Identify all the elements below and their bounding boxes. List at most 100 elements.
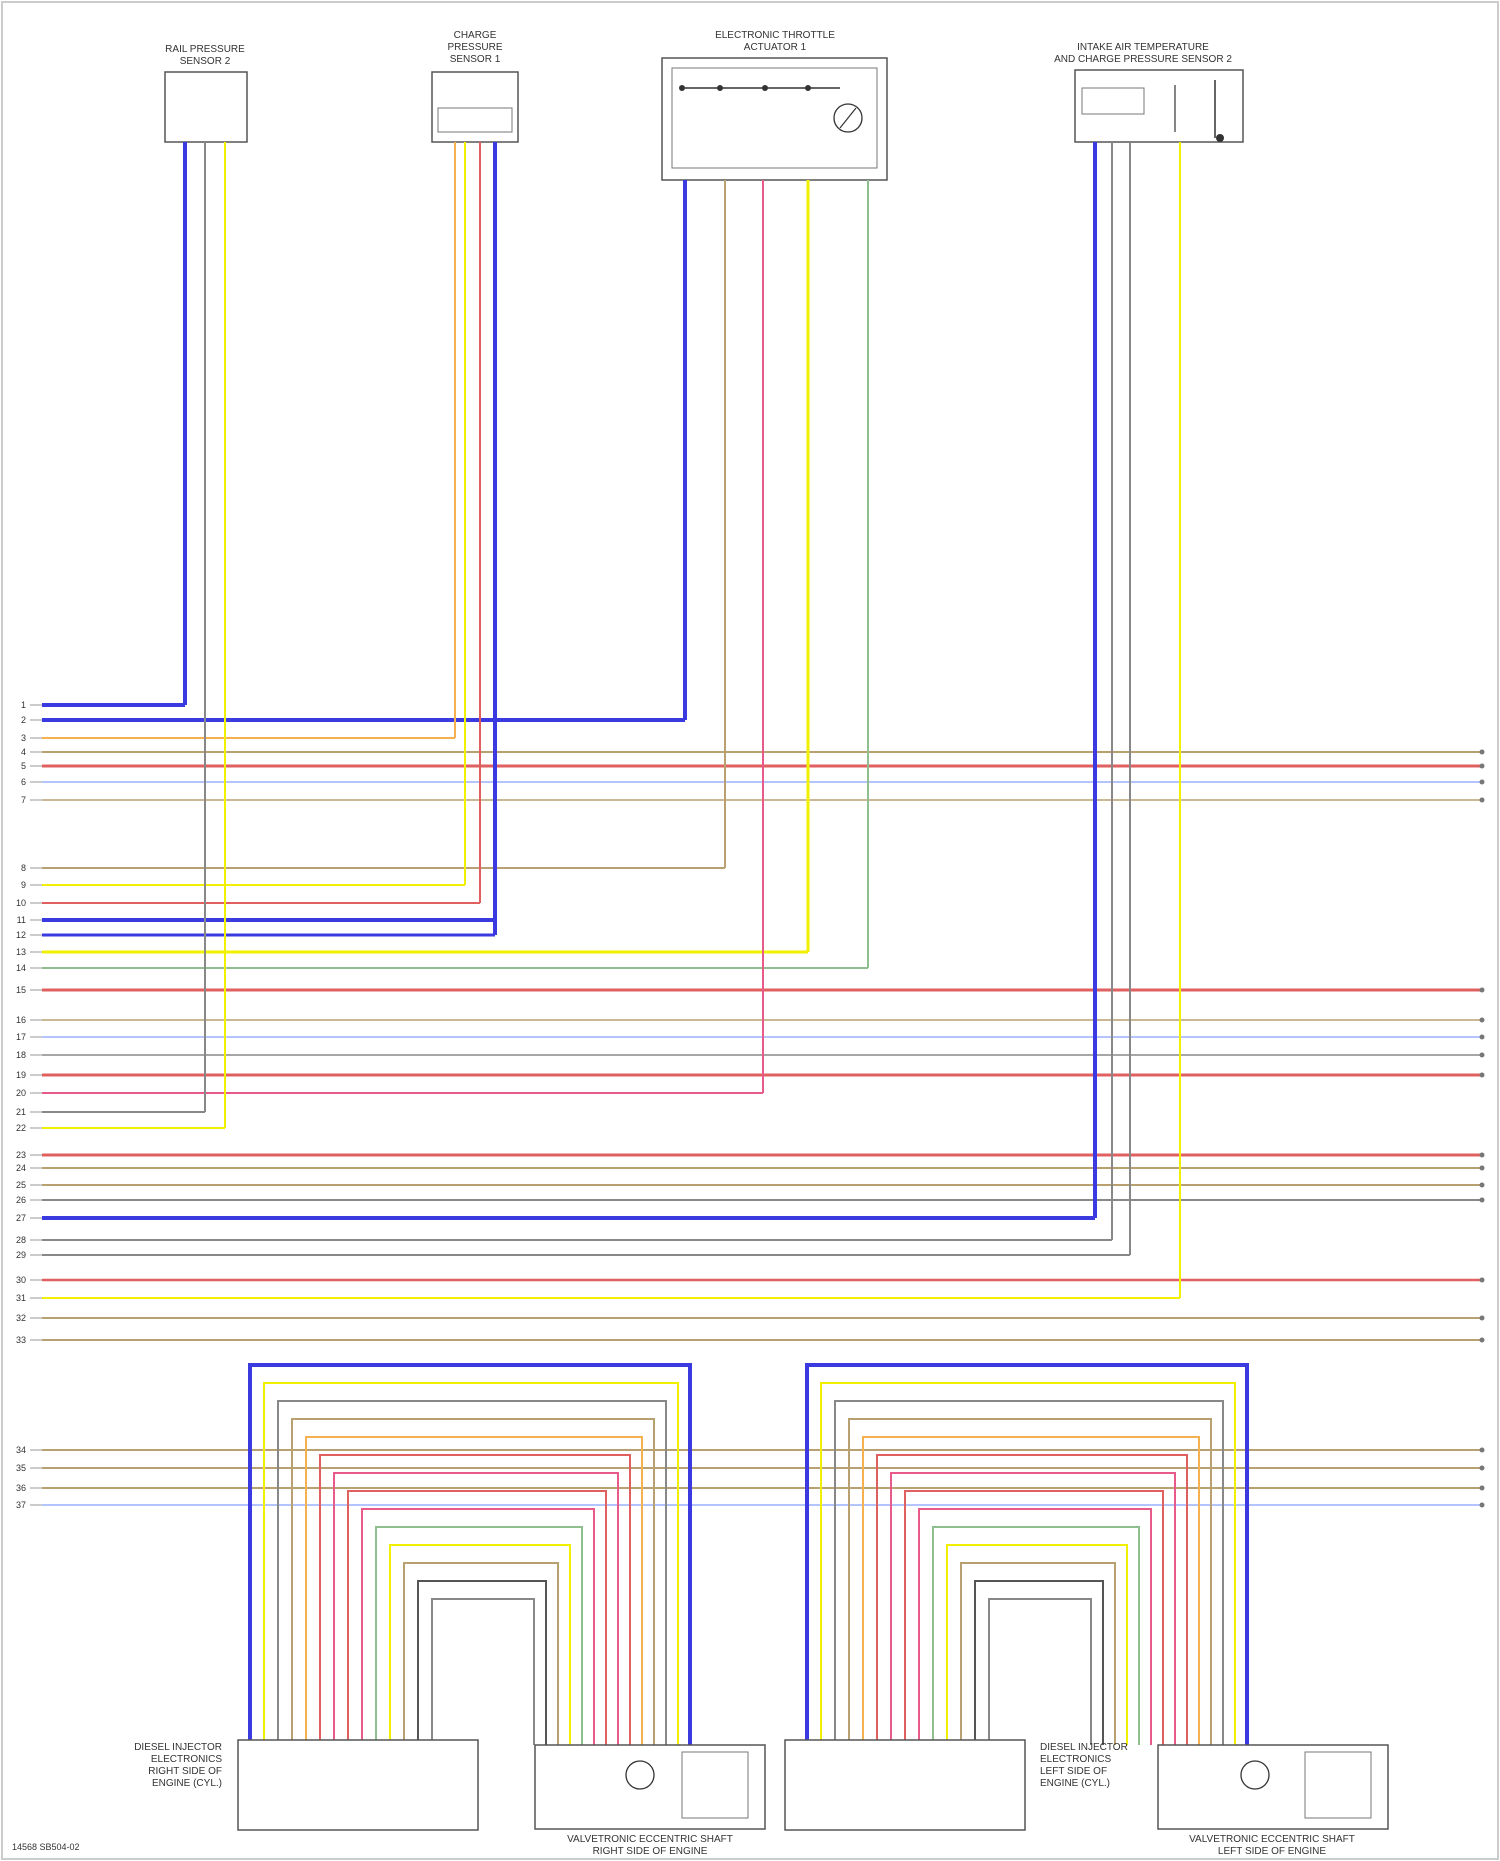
pin-number: 14 [16, 963, 26, 973]
pin-number: 24 [16, 1163, 26, 1173]
end-terminal [1480, 750, 1485, 755]
pin-number: 6 [21, 777, 26, 787]
end-terminal [1480, 1018, 1485, 1023]
end-terminal [1480, 1166, 1485, 1171]
pin-number: 27 [16, 1213, 26, 1223]
pin-number: 31 [16, 1293, 26, 1303]
pin-number: 21 [16, 1107, 26, 1117]
component-label: LEFT SIDE OF ENGINE [1218, 1846, 1326, 1857]
end-terminal [1480, 1153, 1485, 1158]
pin-number: 22 [16, 1123, 26, 1133]
rail-pressure-sensor: RAIL PRESSURE SENSOR 2 [165, 44, 247, 142]
pin-number: 36 [16, 1483, 26, 1493]
pin-number: 29 [16, 1250, 26, 1260]
component-label: ENGINE (CYL.) [152, 1778, 222, 1789]
pin-number: 37 [16, 1500, 26, 1510]
injector-electronics-right: DIESEL INJECTOR ELECTRONICS RIGHT SIDE O… [134, 1740, 478, 1830]
sensor-box [1075, 70, 1243, 142]
pin-number: 10 [16, 898, 26, 908]
end-terminal [1480, 1278, 1485, 1283]
end-terminal [1480, 1338, 1485, 1343]
injector-wire-loop [418, 1581, 546, 1745]
pin-number: 2 [21, 715, 26, 725]
end-terminal [1480, 1073, 1485, 1078]
pin-number: 30 [16, 1275, 26, 1285]
injector-wire-loop [933, 1527, 1139, 1745]
sensor-box [165, 72, 247, 142]
valvetronic-sensor-left: VALVETRONIC ECCENTRIC SHAFT LEFT SIDE OF… [1158, 1745, 1388, 1857]
end-terminal [1480, 764, 1485, 769]
component-label: SENSOR 1 [450, 54, 501, 65]
component-label: VALVETRONIC ECCENTRIC SHAFT [1189, 1834, 1355, 1845]
junction-dot [717, 85, 723, 91]
pin-number: 11 [17, 915, 26, 925]
injector-wire-loop [432, 1599, 534, 1745]
injector-box [238, 1740, 478, 1830]
pin-number: 25 [16, 1180, 26, 1190]
component-label: VALVETRONIC ECCENTRIC SHAFT [567, 1834, 733, 1845]
injector-box [785, 1740, 1025, 1830]
valvetronic-box [1158, 1745, 1388, 1829]
component-label: RAIL PRESSURE [165, 44, 245, 55]
electronic-throttle-actuator: ELECTRONIC THROTTLE ACTUATOR 1 [662, 30, 887, 180]
pin-number: 32 [16, 1313, 26, 1323]
pin-number: 7 [21, 795, 26, 805]
end-terminal [1480, 988, 1485, 993]
injector-wire-loop [835, 1401, 1223, 1745]
injector-wire-loop [807, 1365, 1247, 1745]
pin-number: 12 [16, 930, 26, 940]
pin-number: 19 [16, 1070, 26, 1080]
junction-dot [805, 85, 811, 91]
junction-dot [762, 85, 768, 91]
injector-wire-loop [905, 1491, 1163, 1745]
injector-wire-loop [306, 1437, 642, 1745]
component-label: RIGHT SIDE OF ENGINE [593, 1846, 708, 1857]
end-terminal [1480, 1486, 1485, 1491]
component-label: RIGHT SIDE OF [148, 1766, 222, 1777]
injector-wire-loop [863, 1437, 1199, 1745]
end-terminal [1480, 1466, 1485, 1471]
junction-dot [679, 85, 685, 91]
pin-number: 15 [16, 985, 26, 995]
pin-number: 1 [21, 700, 26, 710]
injector-wire-loop [250, 1365, 690, 1745]
component-label: INTAKE AIR TEMPERATURE [1077, 42, 1209, 53]
injector-wire-loop [348, 1491, 606, 1745]
pin-number: 35 [16, 1463, 26, 1473]
ground-dot [1216, 134, 1224, 142]
pin-number: 8 [21, 863, 26, 873]
injector-wire-loop [975, 1581, 1103, 1745]
pin-number: 28 [16, 1235, 26, 1245]
end-terminal [1480, 798, 1485, 803]
valvetronic-sensor-right: VALVETRONIC ECCENTRIC SHAFT RIGHT SIDE O… [535, 1745, 765, 1857]
component-label: DIESEL INJECTOR [134, 1742, 222, 1753]
component-label: ELECTRONIC THROTTLE [715, 30, 835, 41]
end-terminal [1480, 1198, 1485, 1203]
component-label: ENGINE (CYL.) [1040, 1778, 1110, 1789]
end-terminal [1480, 1035, 1485, 1040]
pin-number: 5 [21, 761, 26, 771]
pin-number: 26 [16, 1195, 26, 1205]
pin-number: 17 [16, 1032, 26, 1042]
component-label: CHARGE [454, 30, 497, 41]
end-terminal [1480, 1448, 1485, 1453]
component-label: ELECTRONICS [151, 1754, 222, 1765]
end-terminal [1480, 1053, 1485, 1058]
injector-wire-loop [376, 1527, 582, 1745]
pin-number: 16 [16, 1015, 26, 1025]
component-label: DIESEL INJECTOR [1040, 1742, 1128, 1753]
end-terminal [1480, 780, 1485, 785]
valvetronic-box [535, 1745, 765, 1829]
end-terminal [1480, 1503, 1485, 1508]
figure-code: 14568 SB504-02 [12, 1842, 80, 1852]
component-label: ACTUATOR 1 [744, 42, 807, 53]
end-terminal [1480, 1183, 1485, 1188]
pin-number: 9 [21, 880, 26, 890]
actuator-box [662, 58, 887, 180]
component-label: AND CHARGE PRESSURE SENSOR 2 [1054, 54, 1232, 65]
injector-electronics-left: DIESEL INJECTOR ELECTRONICS LEFT SIDE OF… [785, 1740, 1128, 1830]
pin-number: 4 [21, 747, 26, 757]
charge-pressure-sensor: CHARGE PRESSURE SENSOR 1 [432, 30, 518, 142]
